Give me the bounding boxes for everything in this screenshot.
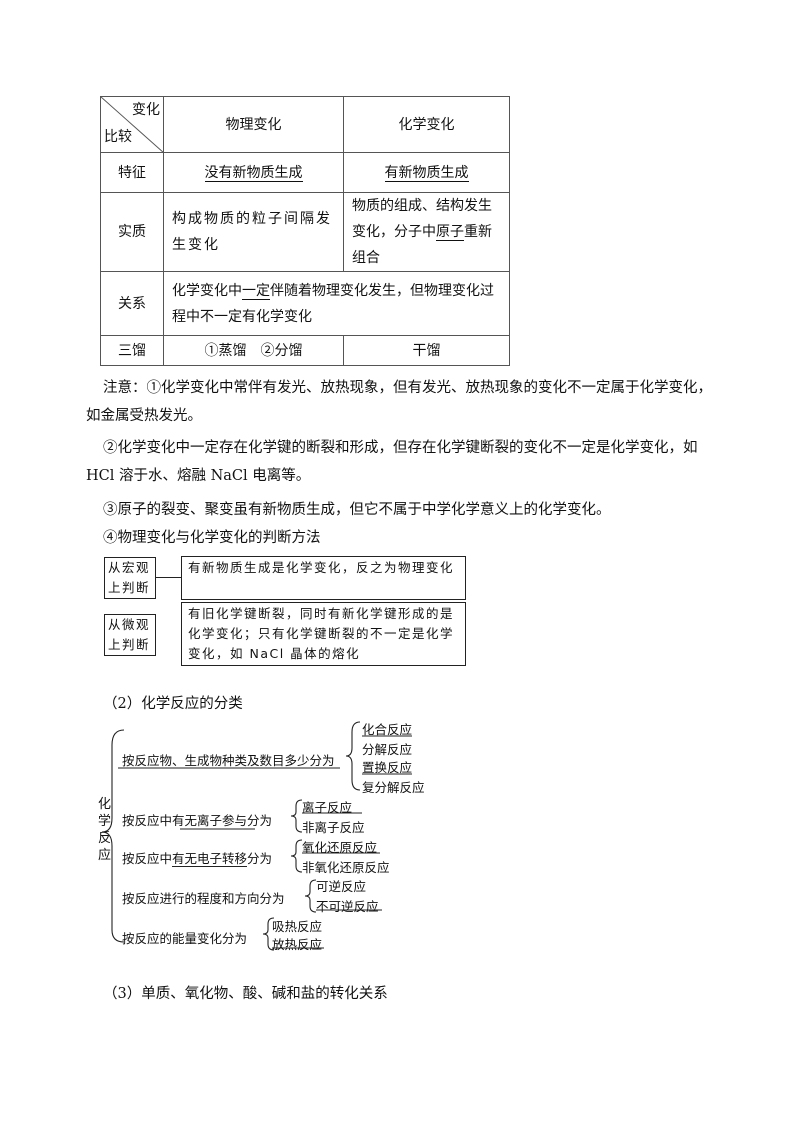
cell-physical: 构成物质的粒子间隔发生变化: [163, 192, 344, 272]
connector-line: [155, 577, 181, 578]
note-3: ③原子的裂变、聚变虽有新物质生成，但它不属于中学化学意义上的化学变化。: [103, 502, 611, 518]
note-2: ②化学变化中一定存在化学键的断裂和形成，但存在化学键断裂的变化不一定是化学变化，…: [86, 440, 698, 484]
b1-item: 分解反应: [362, 742, 413, 757]
b5-item: 放热反应: [272, 937, 323, 952]
classification-root: 化学反应: [98, 797, 112, 863]
b3-item: 氧化还原反应: [302, 840, 378, 855]
branch-1: 按反应物、生成物种类及数目多少分为: [122, 753, 335, 768]
row-label: 关系: [100, 271, 164, 336]
b1-item: 置换反应: [362, 760, 413, 775]
b3-item: 非氧化还原反应: [302, 860, 390, 875]
header-physical: 物理变化: [163, 96, 344, 153]
corner-bottom-label: 比较: [104, 129, 132, 145]
row-label: 三馏: [100, 335, 164, 366]
b4-item: 不可逆反应: [316, 899, 379, 914]
section-3-heading: （3）单质、氧化物、酸、碱和盐的转化关系: [103, 986, 388, 1002]
micro-label-box: 从微观上判断: [104, 614, 156, 656]
note-1: 注意：①化学变化中常伴有发光、放热现象，但有发光、放热现象的变化不一定属于化学变…: [86, 380, 712, 424]
b2-item: 离子反应: [302, 800, 353, 815]
micro-text-box: 有旧化学键断裂，同时有新化学键形成的是化学变化；只有化学键断裂的不一定是化学变化…: [181, 602, 466, 666]
corner-top-label: 变化: [132, 102, 160, 118]
cell-physical: 没有新物质生成: [204, 164, 303, 182]
table-corner-cell: 变化 比较: [100, 96, 164, 153]
branch-3: 按反应中有无电子转移分为: [122, 851, 273, 867]
b5-item: 吸热反应: [272, 919, 323, 934]
cell-chemical: 物质的组成、结构发生变化，分子中原子重新组合: [343, 192, 510, 272]
cell-relation: 化学变化中一定伴随着物理变化发生，但物理变化过程中不一定有化学变化: [163, 271, 510, 336]
b4-item: 可逆反应: [316, 879, 367, 894]
micro-text: 有旧化学键断裂，同时有新化学键形成的是化学变化；只有化学键断裂的不一定是化学变化…: [188, 606, 455, 661]
header-chemical: 化学变化: [343, 96, 510, 153]
macro-text: 有新物质生成是化学变化，反之为物理变化: [188, 560, 455, 575]
macro-label-box: 从宏观上判断: [104, 557, 156, 599]
b2-item: 非离子反应: [302, 820, 365, 835]
branch-5: 按反应的能量变化分为: [122, 931, 248, 946]
cell-physical: ①蒸馏 ②分馏: [163, 335, 344, 366]
branch-2: 按反应中有无离子参与分为: [122, 813, 273, 828]
diagonal-line: [101, 97, 164, 153]
b1-item: 化合反应: [362, 722, 413, 737]
cell-chemical: 有新物质生成: [384, 164, 469, 182]
note-4: ④物理变化与化学变化的判断方法: [103, 530, 321, 546]
comparison-table: 变化 比较 物理变化 化学变化 特征 没有新物质生成 有新物质生成 实质 构成物…: [100, 96, 510, 366]
cell-chemical: 干馏: [343, 335, 510, 366]
section-2-heading: （2）化学反应的分类: [103, 696, 243, 712]
branch-4: 按反应进行的程度和方向分为: [122, 891, 285, 906]
b1-item: 复分解反应: [362, 780, 425, 795]
macro-text-box: 有新物质生成是化学变化，反之为物理变化: [181, 556, 466, 600]
macro-label: 从宏观上判断: [108, 560, 151, 595]
row-label: 特征: [100, 152, 164, 193]
micro-label: 从微观上判断: [108, 617, 151, 652]
